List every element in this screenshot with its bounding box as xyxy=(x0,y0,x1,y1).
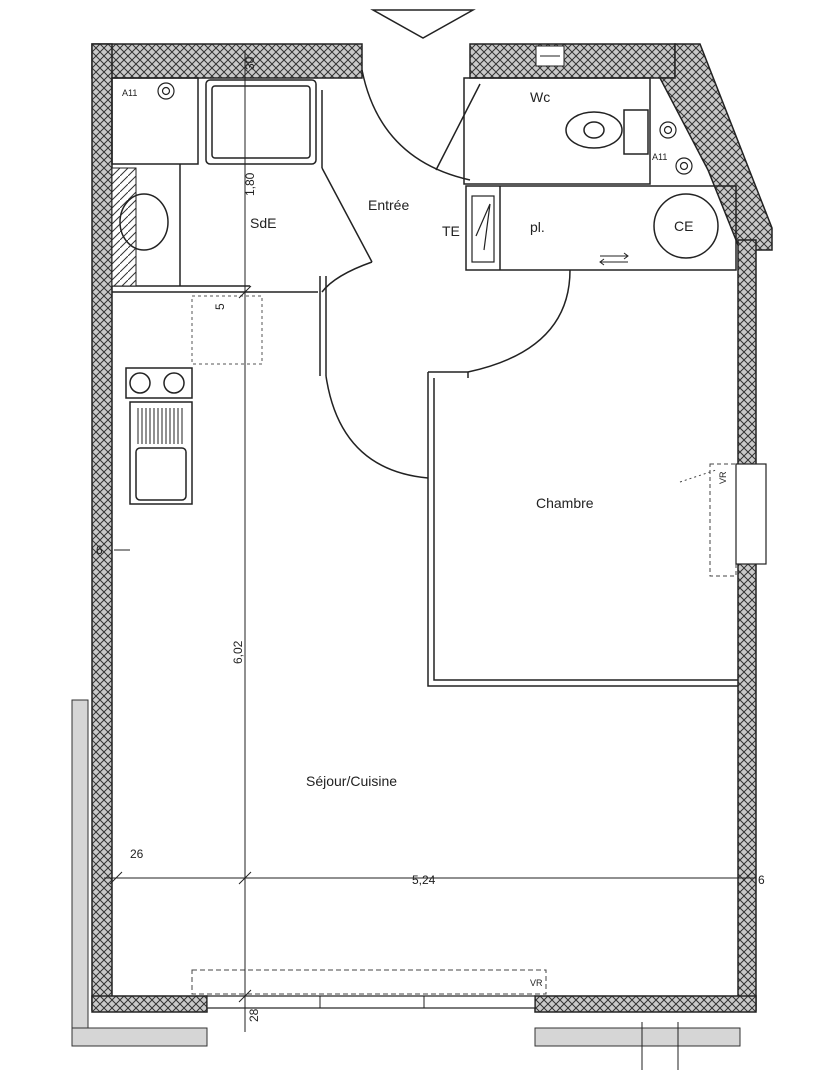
meter-icons xyxy=(157,82,693,175)
sink xyxy=(129,401,193,505)
marker-vr-right: VR xyxy=(718,471,728,484)
drainboard xyxy=(137,408,183,444)
bottom-window xyxy=(206,995,536,1009)
dim-left-wall: 6 xyxy=(96,543,103,557)
shower-tray xyxy=(205,79,317,165)
label-entree: Entrée xyxy=(368,197,409,213)
exterior-walls xyxy=(91,43,773,1013)
cooktop xyxy=(125,367,193,399)
dim-right-offset: 6 xyxy=(758,873,765,887)
dim-left-offset: 26 xyxy=(130,847,144,861)
label-te: TE xyxy=(442,223,460,239)
label-sde: SdE xyxy=(250,215,276,231)
toilet xyxy=(565,109,649,155)
electrical-panel xyxy=(471,195,495,263)
dim-living-width: 5,24 xyxy=(412,873,436,887)
label-ce: CE xyxy=(674,218,693,234)
label-chambre: Chambre xyxy=(536,495,594,511)
dim-sde-height: 1,80 xyxy=(243,172,257,196)
bottom-exterior-strip-left xyxy=(71,1027,208,1047)
marker-a11-right: A11 xyxy=(652,152,667,162)
label-pl: pl. xyxy=(530,219,545,235)
bottom-window-shutter xyxy=(191,969,547,995)
marker-vr-bottom: VR xyxy=(530,978,543,988)
dim-living-height: 6,02 xyxy=(231,640,245,664)
dimension-lines xyxy=(104,50,756,1070)
right-window-shutter xyxy=(709,463,737,577)
dim-bottom-wall: 28 xyxy=(247,1008,261,1022)
marker-a11-left: A11 xyxy=(122,88,137,98)
dim-partition: 5 xyxy=(213,303,227,310)
washbasin-hatch xyxy=(111,167,137,287)
label-sejour: Séjour/Cuisine xyxy=(306,773,397,789)
entrance-arrow xyxy=(370,9,476,39)
left-exterior-strip xyxy=(71,699,89,1041)
washbasin xyxy=(119,193,169,251)
appliance-zone xyxy=(191,295,263,365)
sliding-arrows-icon xyxy=(599,252,629,266)
vent xyxy=(535,45,565,67)
water-heater-icon xyxy=(653,193,719,259)
bottom-exterior-strip-right xyxy=(534,1027,741,1047)
label-wc: Wc xyxy=(530,89,550,105)
dim-sde-top: 30 xyxy=(243,56,257,70)
service-closet xyxy=(111,77,199,165)
right-window xyxy=(735,463,767,565)
